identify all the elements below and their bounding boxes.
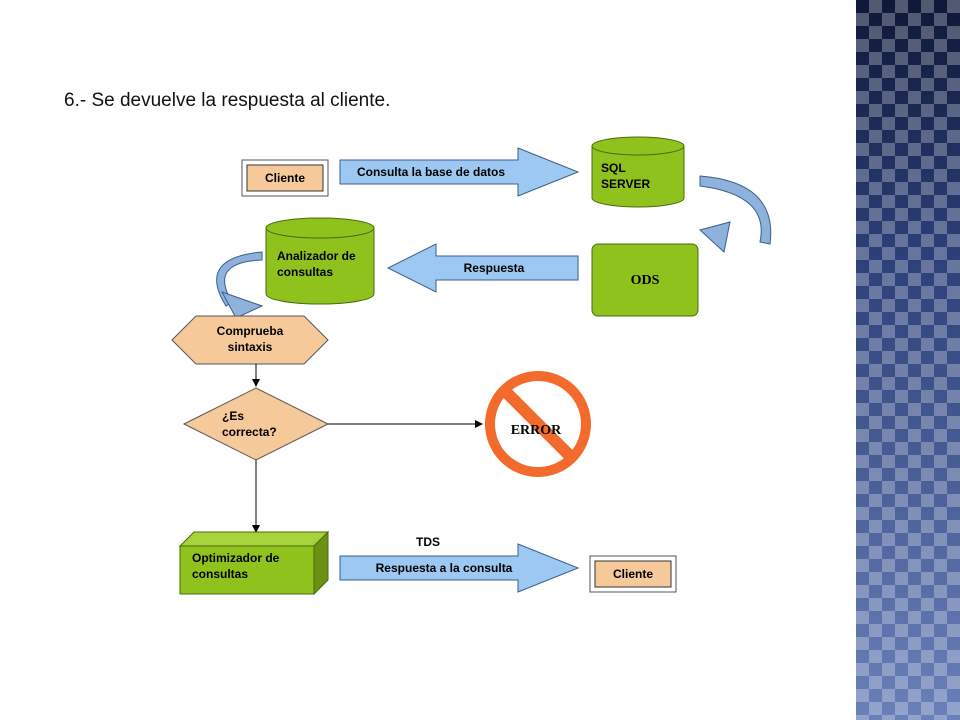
optimizador-box: Optimizador de consultas	[178, 530, 330, 596]
curved-arrow-right	[698, 175, 772, 253]
cliente-box-bottom: Cliente	[589, 555, 677, 593]
tds-label: TDS	[416, 535, 440, 549]
curved-arrow-left	[216, 251, 264, 319]
cliente-bottom-label: Cliente	[613, 567, 653, 581]
arrow-consulta: Consulta la base de datos	[339, 147, 580, 197]
es-correcta-line1: ¿Es	[222, 409, 244, 423]
cliente-top-label: Cliente	[265, 171, 305, 185]
arrow-respuesta-consulta: Respuesta a la consulta	[339, 543, 580, 593]
comprueba-line1: Comprueba	[217, 324, 284, 338]
decorative-side-panel	[856, 0, 960, 720]
sql-server-line2: SERVER	[601, 177, 650, 191]
es-correcta-diamond: ¿Es correcta?	[182, 387, 330, 461]
analizador-line2: consultas	[277, 265, 333, 279]
slide-title: 6.- Se devuelve la respuesta al cliente.	[64, 90, 391, 111]
ods-label: ODS	[631, 273, 660, 288]
comprueba-line2: sintaxis	[228, 340, 273, 354]
optimizador-line2: consultas	[192, 567, 248, 581]
error-prohibition-icon: ERROR	[485, 371, 591, 477]
ods-box: ODS	[591, 243, 699, 317]
error-label: ERROR	[511, 423, 562, 438]
optimizador-line1: Optimizador de	[192, 551, 280, 565]
arrow-respuesta: Respuesta	[386, 243, 579, 293]
es-correcta-line2: correcta?	[222, 425, 277, 439]
sql-server-line1: SQL	[601, 161, 626, 175]
arrow-respuesta-label: Respuesta	[464, 261, 525, 275]
analizador-line1: Analizador de	[277, 249, 356, 263]
cliente-box-top: Cliente	[241, 159, 329, 197]
arrow-consulta-label: Consulta la base de datos	[357, 165, 505, 179]
flow-diagram: Cliente Consulta la base de datos SQL SE…	[171, 136, 772, 596]
comprueba-hexagon: Comprueba sintaxis	[171, 315, 329, 365]
analizador-cylinder: Analizador de consultas	[265, 217, 375, 305]
sql-server-cylinder: SQL SERVER	[591, 136, 685, 208]
arrow-respuesta-consulta-label: Respuesta a la consulta	[376, 561, 513, 575]
